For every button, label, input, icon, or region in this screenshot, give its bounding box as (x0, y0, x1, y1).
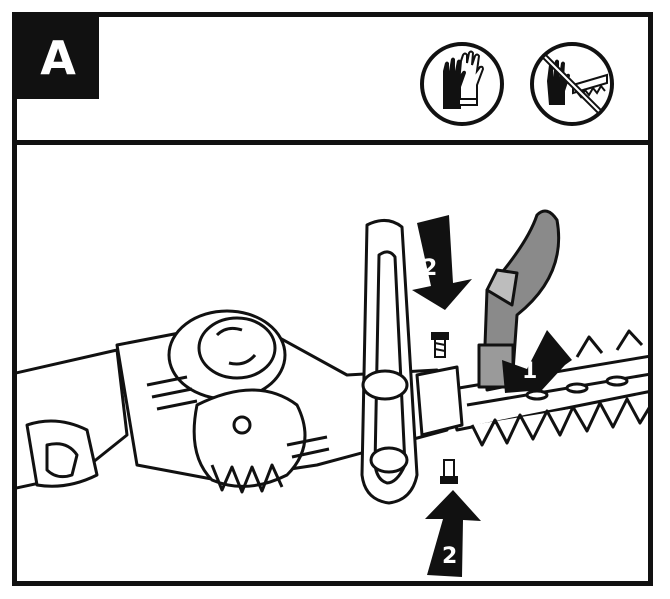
callout-2-bottom: 2 (442, 544, 457, 569)
no-bare-hands-on-blade-icon (529, 41, 615, 127)
instruction-panel: A (12, 12, 653, 586)
hand-guard (477, 209, 561, 392)
panel-header: A (17, 17, 648, 145)
bottom-screw (440, 459, 458, 484)
panel-label-badge: A (17, 17, 99, 99)
arrow-2-bottom (425, 490, 481, 577)
arrow-2-top (412, 215, 472, 310)
hedge-trimmer-illustration: 2 2 1 (17, 145, 648, 581)
wear-gloves-icon (419, 41, 505, 127)
top-screw (431, 332, 449, 358)
arrow-1 (502, 330, 572, 393)
hedge-trimmer-body (17, 219, 648, 505)
callout-1: 1 (522, 359, 537, 384)
callout-2-top: 2 (422, 256, 437, 281)
